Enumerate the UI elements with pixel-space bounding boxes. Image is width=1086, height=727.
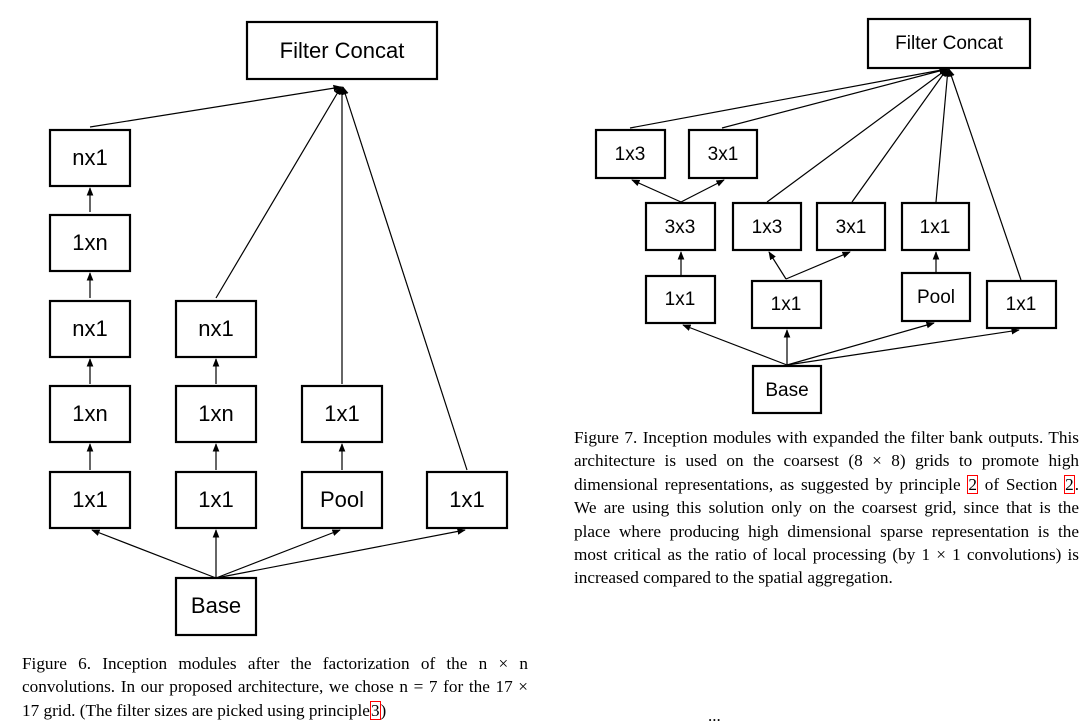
figure6-caption: Figure 6. Inception modules after the fa… bbox=[22, 652, 528, 722]
f6-col1-label3: nx1 bbox=[72, 316, 107, 341]
f7-base: Base bbox=[751, 364, 823, 415]
f6-col1-box3: nx1 bbox=[48, 299, 132, 359]
f6-caption-math3: 17 × 17 bbox=[22, 677, 528, 720]
f6-caption-part1: Figure 6. Inception modules after the fa… bbox=[22, 654, 468, 673]
f7-caption-ref-section[interactable]: 2 bbox=[1064, 474, 1075, 494]
f6-col2-box2: 1xn bbox=[174, 384, 258, 444]
edge-f7-1x3-concat bbox=[629, 67, 948, 129]
f6-base-label: Base bbox=[191, 593, 241, 618]
f6-col2-label3: 1x1 bbox=[198, 487, 233, 512]
f6-caption-part3: for the bbox=[443, 677, 490, 697]
f6-caption-suffix: ) bbox=[380, 700, 387, 720]
f6-filter-concat: Filter Concat bbox=[245, 20, 439, 81]
f6-col2-label2: 1xn bbox=[198, 401, 233, 426]
f7-mid-1x3-label: 1x3 bbox=[752, 217, 783, 238]
f7-mid-3x3: 3x3 bbox=[644, 201, 717, 252]
f6-caption-math2: n = 7 bbox=[399, 677, 438, 697]
f7-caption-part5: convolutions) is increased compared to t… bbox=[574, 545, 1079, 588]
f7-mid-3x3-label: 3x3 bbox=[665, 217, 696, 238]
f6-col1-label1: nx1 bbox=[72, 145, 107, 170]
edge-f7-low1x1-concat bbox=[948, 68, 1022, 281]
f6-col2-label1: nx1 bbox=[198, 316, 233, 341]
f7-mid-1x1-label: 1x1 bbox=[920, 217, 951, 238]
f7-caption-part3: of Section bbox=[984, 474, 1058, 494]
edge-f7-low2-1x3 bbox=[768, 251, 787, 280]
f6-col1-label4: 1xn bbox=[72, 401, 107, 426]
edge-f7-base-low1 bbox=[682, 324, 788, 366]
f6-col2-box3: 1x1 bbox=[174, 470, 258, 530]
f6-col1-label2: 1xn bbox=[72, 230, 107, 255]
f7-low-1x1-c: 1x1 bbox=[985, 279, 1058, 330]
edge-f6-base-col4 bbox=[215, 528, 466, 579]
f7-low-1x1-c-label: 1x1 bbox=[1006, 294, 1037, 315]
f6-filter-concat-label: Filter Concat bbox=[280, 38, 405, 63]
f7-top-3x1: 3x1 bbox=[687, 128, 759, 180]
edge-f7-3x3-3x1 bbox=[680, 179, 725, 203]
f6-caption-math1: n × n bbox=[478, 654, 528, 673]
edge-f7-mid3x1-concat bbox=[851, 68, 948, 203]
f7-caption-part2: grids to promote high dimensional repres… bbox=[574, 451, 1080, 494]
f6-col3-label1: 1x1 bbox=[324, 401, 359, 426]
edge-f6-col1-concat bbox=[89, 84, 342, 128]
f6-col1-box5: 1x1 bbox=[48, 470, 132, 530]
edge-f7-3x3-1x3 bbox=[631, 179, 682, 203]
f6-caption-part4: grid. (The filter sizes are picked using… bbox=[43, 700, 370, 720]
f7-low-1x1-a-label: 1x1 bbox=[665, 289, 696, 310]
f7-low-1x1-b: 1x1 bbox=[750, 279, 823, 330]
f6-col2-box1: nx1 bbox=[174, 299, 258, 359]
f6-col1-box1: nx1 bbox=[48, 128, 132, 188]
f6-col3-box1: 1x1 bbox=[300, 384, 384, 444]
f7-mid-3x1: 3x1 bbox=[815, 201, 887, 252]
edge-f6-col4-concat bbox=[342, 86, 468, 471]
f6-col4-box1: 1x1 bbox=[425, 470, 509, 530]
f7-filter-concat-label: Filter Concat bbox=[895, 33, 1003, 54]
f7-caption-math1: (8 × 8) bbox=[848, 451, 906, 471]
f7-base-label: Base bbox=[765, 380, 808, 401]
f6-col1-box2: 1xn bbox=[48, 213, 132, 273]
edge-f6-col2-concat bbox=[215, 86, 342, 299]
f7-low-pool-label: Pool bbox=[917, 287, 955, 308]
f7-caption-part1: Figure 7. Inception modules with expande… bbox=[574, 428, 1079, 471]
f7-top-3x1-label: 3x1 bbox=[708, 144, 739, 165]
edge-f7-mid1x3-concat bbox=[766, 68, 948, 203]
f6-col1-label5: 1x1 bbox=[72, 487, 107, 512]
f7-low-pool: Pool bbox=[900, 271, 972, 323]
edge-f7-mid1x1-concat bbox=[935, 68, 951, 203]
f6-col3-label2: Pool bbox=[320, 487, 364, 512]
f6-col4-label1: 1x1 bbox=[449, 487, 484, 512]
f7-low-1x1-a: 1x1 bbox=[644, 274, 717, 325]
figure7-caption: Figure 7. Inception modules with expande… bbox=[574, 426, 1079, 590]
f7-top-1x3: 1x3 bbox=[594, 128, 667, 180]
edge-f7-base-low4 bbox=[786, 327, 1020, 366]
f7-caption-ref-principle[interactable]: 2 bbox=[967, 474, 978, 494]
f6-col3-box2: Pool bbox=[300, 470, 384, 530]
edge-f7-3x1-concat bbox=[721, 67, 948, 129]
footer-ellipsis: ... bbox=[708, 706, 721, 725]
f6-base: Base bbox=[174, 576, 258, 637]
figure6-edges bbox=[86, 84, 468, 579]
f7-caption-part4: . We are using this solution only on the… bbox=[574, 474, 1080, 565]
edge-f7-low2-3x1 bbox=[785, 251, 851, 280]
f7-top-1x3-label: 1x3 bbox=[615, 144, 646, 165]
edge-f7-base-pool bbox=[786, 321, 935, 366]
f6-caption-ref-principle[interactable]: 3 bbox=[369, 700, 381, 720]
figure7-edges bbox=[629, 67, 1022, 366]
f7-mid-1x3: 1x3 bbox=[731, 201, 803, 252]
edge-f6-base-col3 bbox=[215, 529, 341, 579]
f7-caption-math2: 1 × 1 bbox=[921, 545, 961, 565]
f7-mid-1x1: 1x1 bbox=[900, 201, 971, 252]
f7-mid-3x1-label: 3x1 bbox=[836, 217, 867, 238]
f6-col1-box4: 1xn bbox=[48, 384, 132, 444]
f7-low-1x1-b-label: 1x1 bbox=[771, 294, 802, 315]
f6-caption-part2: convolutions. In our proposed architectu… bbox=[22, 677, 394, 697]
edge-f6-base-col1 bbox=[91, 529, 217, 579]
f7-filter-concat: Filter Concat bbox=[866, 17, 1032, 70]
